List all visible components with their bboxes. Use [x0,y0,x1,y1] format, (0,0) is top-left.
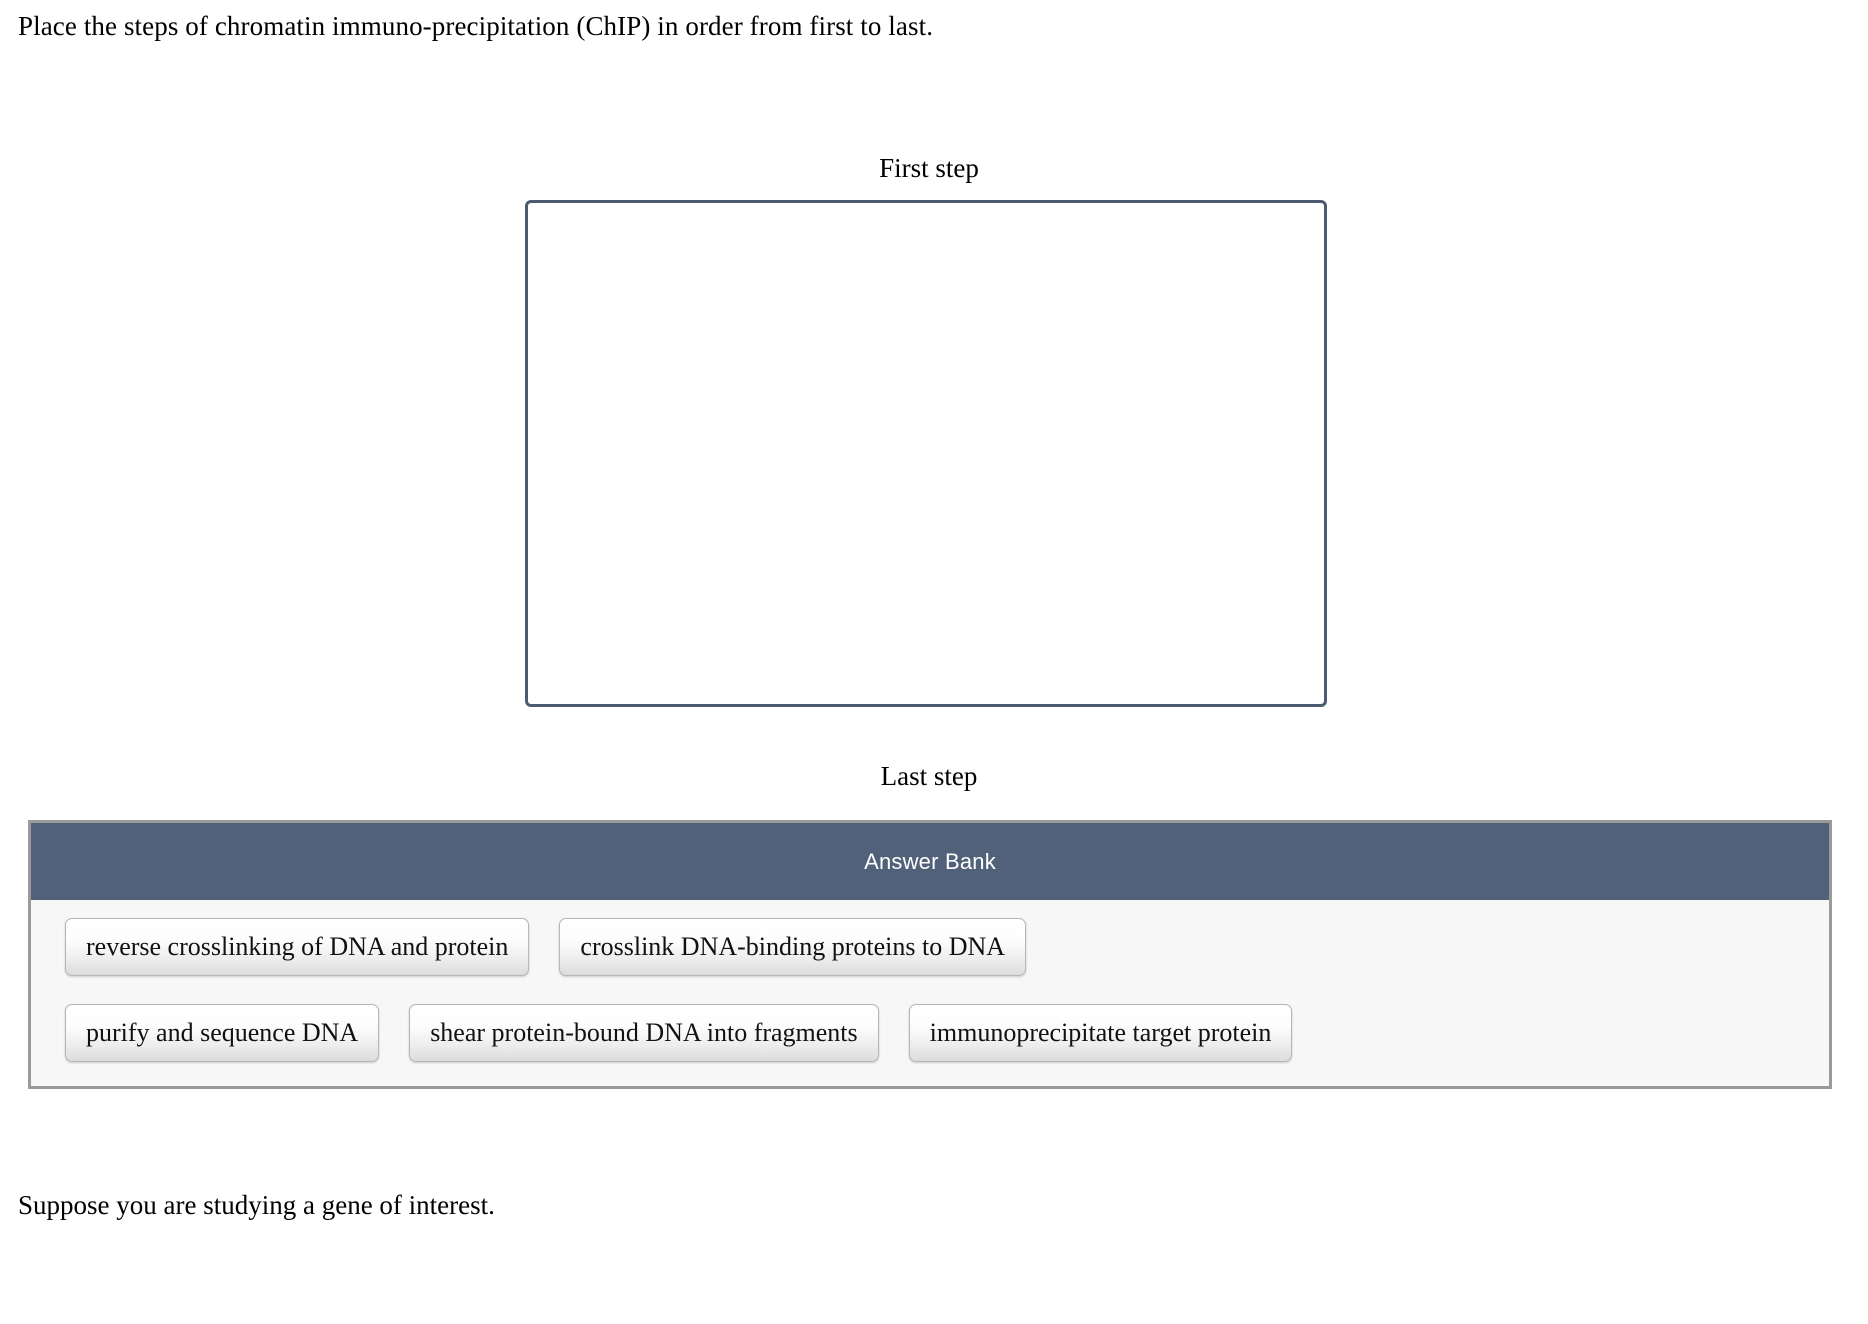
answer-tile[interactable]: crosslink DNA-binding proteins to DNA [559,918,1027,976]
answer-bank-row: purify and sequence DNA shear protein-bo… [51,1004,1809,1062]
trailing-prompt-text: Suppose you are studying a gene of inter… [18,1190,495,1220]
answer-bank-body: reverse crosslinking of DNA and protein … [31,900,1829,1086]
answer-tile[interactable]: shear protein-bound DNA into fragments [409,1004,879,1062]
first-step-label: First step [879,153,979,183]
answer-bank-row: reverse crosslinking of DNA and protein … [51,918,1809,976]
last-step-label: Last step [880,761,978,791]
answer-tile[interactable]: reverse crosslinking of DNA and protein [65,918,530,976]
answer-bank-title: Answer Bank [31,823,1829,900]
answer-bank-panel: Answer Bank reverse crosslinking of DNA … [28,820,1832,1089]
answer-tile[interactable]: purify and sequence DNA [65,1004,380,1062]
question-prompt: Place the steps of chromatin immuno-prec… [18,11,934,41]
answer-tile[interactable]: immunoprecipitate target protein [908,1004,1293,1062]
ordering-drop-zone[interactable] [525,200,1327,707]
